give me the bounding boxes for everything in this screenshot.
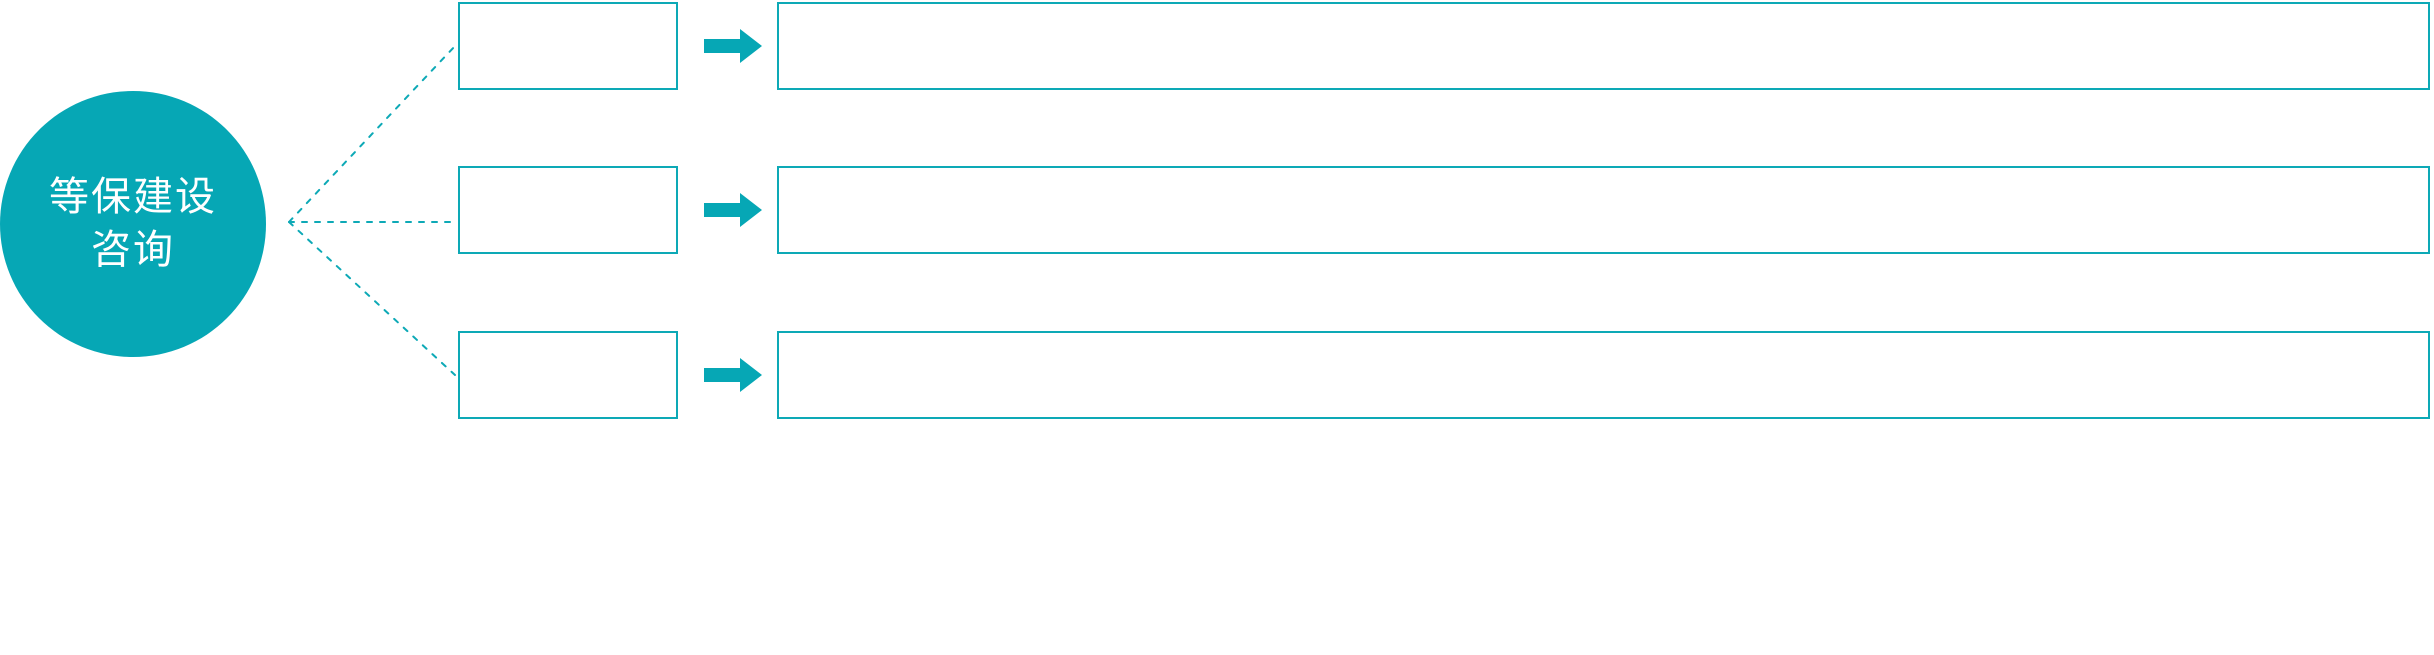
stage-box[interactable]	[458, 2, 678, 90]
right-arrow-icon	[704, 358, 762, 392]
right-arrow-icon	[704, 29, 762, 63]
detail-box[interactable]	[777, 166, 2430, 254]
right-arrow-icon	[704, 193, 762, 227]
connector-branch-bottom	[288, 221, 456, 376]
stage-box[interactable]	[458, 166, 678, 254]
detail-box[interactable]	[777, 2, 2430, 90]
hub-label-line-1: 等保建设	[49, 175, 217, 220]
hub-label-line-2: 咨询	[91, 228, 175, 272]
detail-box[interactable]	[777, 331, 2430, 419]
stage-box[interactable]	[458, 331, 678, 419]
connector-branch-top	[288, 45, 456, 223]
center-hub-circle[interactable]: 等保建设 咨询	[0, 91, 266, 357]
